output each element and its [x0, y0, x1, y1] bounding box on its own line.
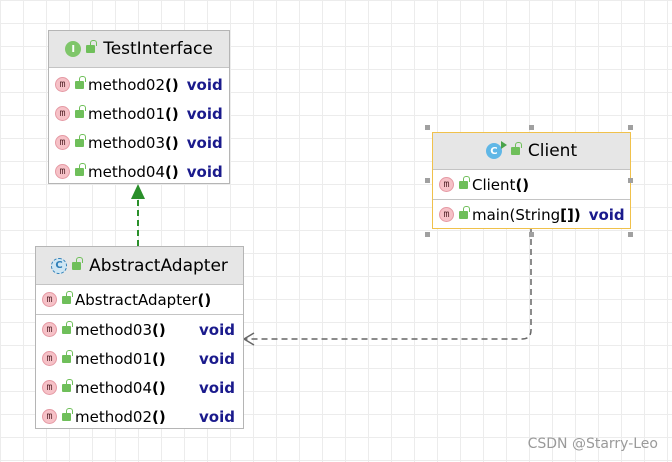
public-lock-icon — [62, 320, 73, 334]
return-type: void — [186, 162, 223, 181]
method-icon: m — [42, 351, 57, 366]
selection-handle[interactable] — [529, 125, 534, 130]
public-lock-icon — [510, 142, 522, 155]
interface-header: I TestInterface — [49, 31, 229, 68]
method-name: method01 — [75, 349, 153, 368]
public-lock-icon — [459, 175, 470, 189]
selection-handle[interactable] — [628, 178, 633, 183]
method-icon: m — [42, 380, 57, 395]
method-row[interactable]: m method04() void — [36, 373, 243, 402]
method-parens: () — [165, 133, 179, 152]
dependency-arrowhead — [242, 332, 255, 346]
public-lock-icon — [62, 290, 73, 304]
method-row[interactable]: m method01() void — [36, 344, 243, 373]
client-constructors: m Client() — [433, 170, 630, 200]
method-name: method04 — [75, 378, 153, 397]
adapter-constructors: m AbstractAdapter() — [36, 285, 243, 315]
method-icon: m — [42, 322, 57, 337]
client-methods: m main(String[]) void — [433, 200, 630, 229]
method-row[interactable]: m method03() void — [36, 315, 243, 344]
selection-handle[interactable] — [425, 232, 430, 237]
runnable-class-icon: C — [485, 141, 507, 159]
selection-handle[interactable] — [529, 232, 534, 237]
return-type: void — [199, 320, 235, 339]
method-name: method02 — [88, 75, 166, 94]
return-type: void — [199, 378, 235, 397]
selection-handle[interactable] — [425, 178, 430, 183]
public-lock-icon — [75, 162, 86, 176]
public-lock-icon — [62, 378, 73, 392]
method-icon: m — [42, 409, 57, 424]
class-box-abstractadapter[interactable]: C AbstractAdapter m AbstractAdapter() m … — [35, 246, 244, 429]
method-name: main(String — [472, 205, 561, 224]
public-lock-icon — [75, 75, 86, 89]
method-parens: () — [165, 75, 179, 94]
abstract-class-icon: C — [51, 257, 68, 274]
method-row[interactable]: m method01() void — [49, 99, 229, 128]
method-parens: () — [152, 320, 166, 339]
interface-methods: m method02() void m method01() void m me… — [49, 68, 229, 186]
method-name: method01 — [88, 104, 166, 123]
public-lock-icon — [75, 133, 86, 147]
adapter-methods: m method03() void m method01() void m me… — [36, 315, 243, 431]
public-lock-icon — [459, 205, 470, 219]
dependency-line — [245, 229, 532, 340]
return-type: void — [186, 104, 223, 123]
public-lock-icon — [86, 40, 98, 53]
client-header: C Client — [433, 133, 630, 170]
public-lock-icon — [62, 349, 73, 363]
return-type: void — [186, 133, 223, 152]
adapter-title: AbstractAdapter — [89, 255, 228, 276]
constructor-row[interactable]: m AbstractAdapter() — [36, 285, 243, 314]
public-lock-icon — [72, 256, 84, 270]
method-row[interactable]: m method02() void — [36, 402, 243, 431]
method-parens: []) — [560, 205, 581, 224]
class-box-client[interactable]: C Client m Client() m main(String[]) voi… — [432, 132, 631, 229]
method-row[interactable]: m main(String[]) void — [433, 200, 630, 229]
method-icon: m — [439, 207, 454, 222]
method-name: method03 — [75, 320, 153, 339]
return-type: void — [588, 205, 625, 224]
constructor-row[interactable]: m Client() — [433, 170, 630, 199]
public-lock-icon — [62, 407, 73, 421]
interface-title: TestInterface — [103, 39, 213, 59]
method-icon: m — [55, 164, 70, 179]
method-parens: () — [165, 162, 179, 181]
implements-arrowhead — [131, 184, 145, 199]
constructor-name: AbstractAdapter — [75, 290, 198, 309]
method-icon: m — [55, 106, 70, 121]
selection-handle[interactable] — [425, 125, 430, 130]
return-type: void — [199, 407, 235, 426]
method-parens: () — [152, 378, 166, 397]
return-type: void — [186, 75, 223, 94]
selection-handle[interactable] — [628, 232, 633, 237]
constructor-name: Client — [472, 175, 516, 194]
method-icon: m — [439, 177, 454, 192]
method-icon: m — [55, 77, 70, 92]
return-type: void — [199, 349, 235, 368]
watermark: CSDN @Starry-Leo — [527, 436, 658, 452]
method-parens: () — [165, 104, 179, 123]
interface-icon: I — [65, 41, 82, 57]
method-name: method04 — [88, 162, 166, 181]
client-title: Client — [527, 141, 578, 161]
method-row[interactable]: m method02() void — [49, 70, 229, 99]
method-name: method03 — [88, 133, 166, 152]
adapter-header: C AbstractAdapter — [36, 247, 243, 285]
selection-handle[interactable] — [628, 125, 633, 130]
method-parens: () — [152, 349, 166, 368]
method-row[interactable]: m method04() void — [49, 157, 229, 186]
method-name: method02 — [75, 407, 153, 426]
constructor-parens: () — [515, 175, 530, 194]
interface-box-testinterface[interactable]: I TestInterface m method02() void m meth… — [48, 30, 230, 184]
method-icon: m — [55, 135, 70, 150]
public-lock-icon — [75, 104, 86, 118]
constructor-parens: () — [197, 290, 212, 309]
method-icon: m — [42, 292, 57, 307]
method-row[interactable]: m method03() void — [49, 128, 229, 157]
method-parens: () — [152, 407, 166, 426]
